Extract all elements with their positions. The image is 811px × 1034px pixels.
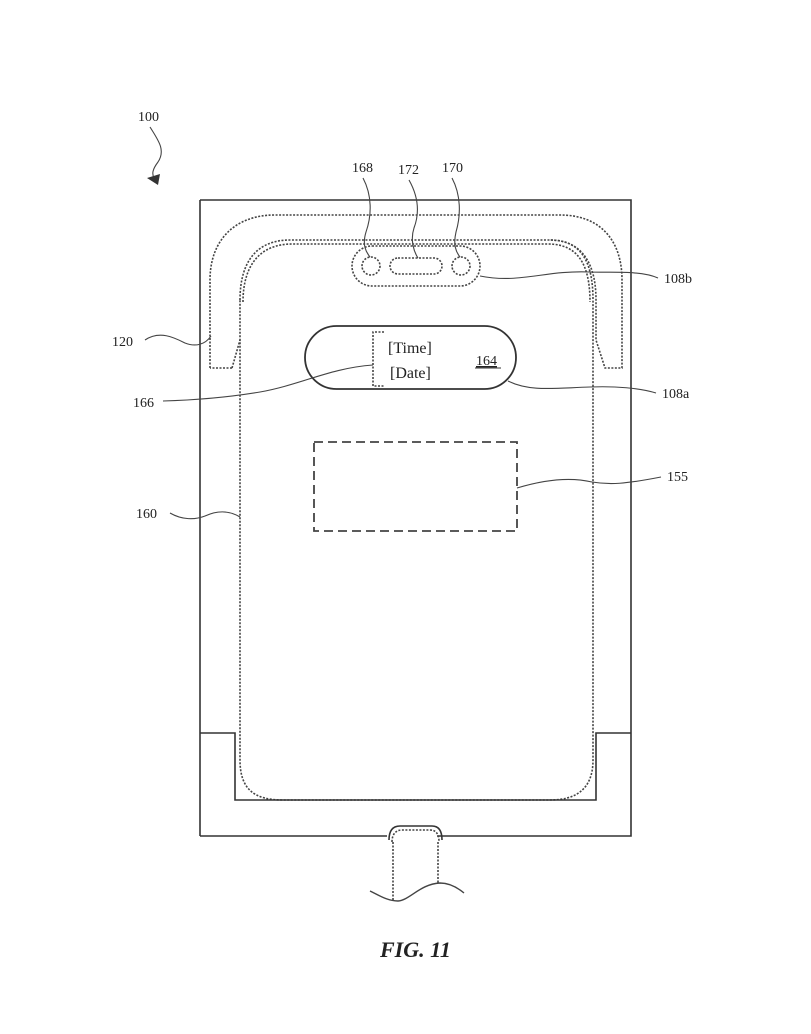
display-inner-top xyxy=(242,243,591,303)
label-120: 120 xyxy=(112,335,133,350)
label-160: 160 xyxy=(136,507,157,522)
arrow-head-icon xyxy=(147,174,160,185)
label-172: 172 xyxy=(398,163,419,178)
info-bracket-166 xyxy=(372,331,384,387)
leader-120 xyxy=(144,334,212,346)
band-foot-left-slope xyxy=(231,339,241,369)
label-108b: 108b xyxy=(664,272,692,287)
leader-168 xyxy=(362,177,371,258)
sensor-170 xyxy=(451,256,471,276)
strap-connector-inner xyxy=(391,829,440,843)
figure-caption: FIG. 11 xyxy=(379,937,451,962)
label-108a: 108a xyxy=(662,387,690,402)
dynamic-pill-108a xyxy=(304,325,517,390)
label-164: 164 xyxy=(476,354,497,369)
outer-frame xyxy=(200,199,632,837)
time-text: [Time] xyxy=(388,340,432,357)
label-100: 100 xyxy=(138,110,159,125)
label-166: 166 xyxy=(133,396,154,411)
camera-pill-108b xyxy=(351,245,481,287)
dashed-region-155 xyxy=(313,441,518,532)
band-outline-120 xyxy=(209,214,623,369)
arrow-100-leader xyxy=(149,126,162,179)
leader-160 xyxy=(169,511,241,520)
display-outline-160 xyxy=(239,239,594,801)
leader-172 xyxy=(408,179,419,259)
lower-frame xyxy=(200,732,631,801)
label-155: 155 xyxy=(667,470,688,485)
leader-170 xyxy=(451,177,461,258)
leader-166 xyxy=(162,364,374,402)
label-168: 168 xyxy=(352,161,373,176)
sensor-168 xyxy=(361,256,381,276)
date-text: [Date] xyxy=(390,365,431,382)
strap-break xyxy=(369,882,465,902)
leader-155 xyxy=(516,476,662,489)
leader-108b xyxy=(479,271,659,279)
leader-108a xyxy=(507,380,657,394)
sensor-172 xyxy=(389,257,443,275)
strap-connector xyxy=(388,825,443,841)
label-170: 170 xyxy=(442,161,463,176)
